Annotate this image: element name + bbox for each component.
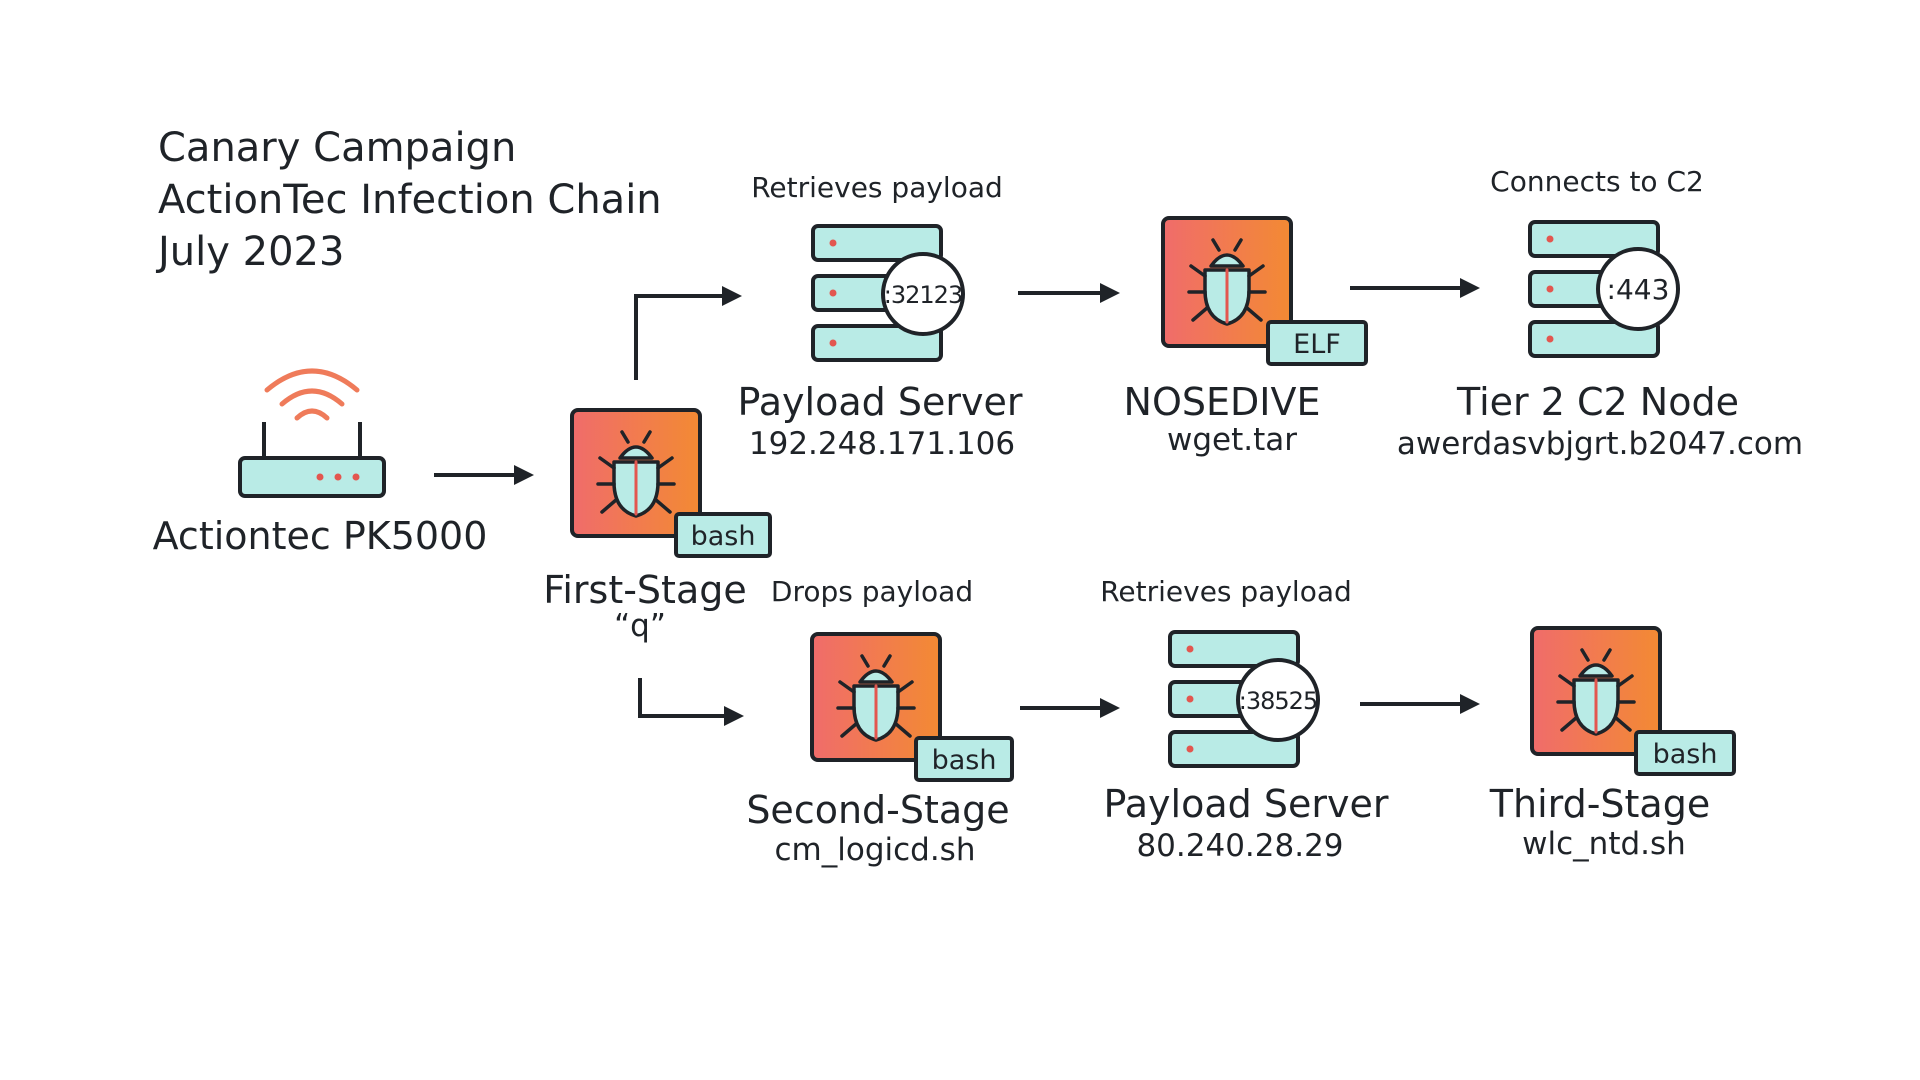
first-stage-sub: “q” — [614, 608, 666, 644]
router-icon — [238, 368, 386, 498]
payload-server-1-icon: :32123 — [811, 224, 965, 362]
second-stage-label: Second-Stage — [746, 788, 1010, 832]
diagram-title: Canary Campaign ActionTec Infection Chai… — [158, 122, 662, 278]
third-stage-bug-icon: bash — [1530, 626, 1736, 776]
payload-server-1-port: :32123 — [884, 281, 962, 309]
c2-server-icon: :443 — [1528, 220, 1680, 358]
payload-server-2-sub: 80.240.28.29 — [1136, 828, 1344, 864]
second-stage-tag: bash — [932, 745, 997, 776]
first-stage-label: First-Stage — [543, 568, 747, 612]
arrow-first-stage-to-payload-server-1 — [634, 286, 742, 380]
c2-node-label: Tier 2 C2 Node — [1457, 380, 1739, 424]
third-stage-sub: wlc_ntd.sh — [1522, 826, 1686, 862]
c2-server-port: :443 — [1607, 273, 1670, 306]
first-stage-tag: bash — [691, 521, 756, 552]
arrow-first-stage-to-second-stage — [638, 678, 744, 726]
second-stage-caption: Drops payload — [770, 575, 974, 608]
c2-node-sub: awerdasvbjgrt.b2047.com — [1396, 426, 1804, 462]
first-stage-bug-icon: bash — [570, 408, 772, 558]
payload-server-1-caption: Retrieves payload — [751, 171, 1003, 204]
second-stage-sub: cm_logicd.sh — [774, 832, 976, 868]
title-line-1: Canary Campaign — [158, 125, 517, 171]
third-stage-label: Third-Stage — [1489, 782, 1711, 826]
router-label: Actiontec PK5000 — [152, 514, 488, 558]
nosedive-sub: wget.tar — [1166, 422, 1298, 458]
payload-server-1-label: Payload Server — [737, 380, 1023, 424]
third-stage-tag: bash — [1653, 739, 1718, 770]
c2-node-caption: Connects to C2 — [1490, 165, 1704, 198]
payload-server-1-sub: 192.248.171.106 — [748, 426, 1016, 462]
title-line-2: ActionTec Infection Chain — [158, 177, 662, 223]
nosedive-tag: ELF — [1293, 329, 1341, 360]
payload-server-2-port: :38525 — [1239, 687, 1317, 715]
payload-server-2-caption: Retrieves payload — [1100, 575, 1352, 608]
payload-server-2-label: Payload Server — [1103, 782, 1389, 826]
nosedive-label: NOSEDIVE — [1123, 380, 1321, 424]
second-stage-bug-icon: bash — [810, 632, 1014, 782]
payload-server-2-icon: :38525 — [1168, 630, 1320, 768]
nosedive-bug-icon: ELF — [1161, 216, 1368, 366]
title-line-3: July 2023 — [158, 229, 345, 275]
